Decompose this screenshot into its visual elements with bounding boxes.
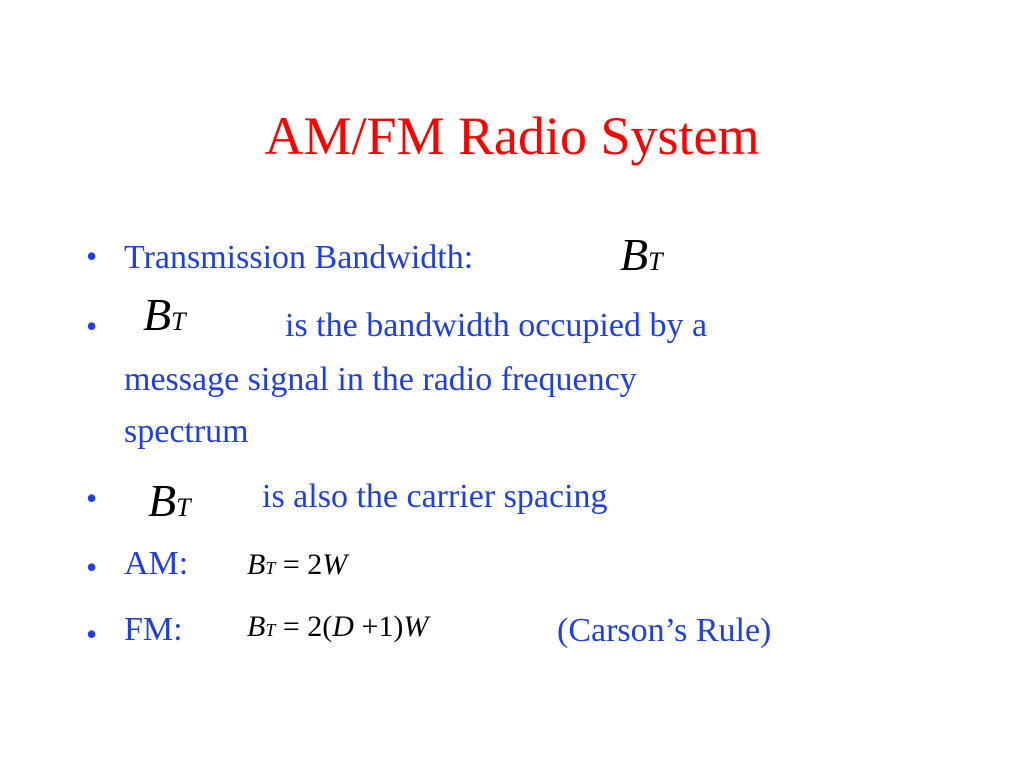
bandwidth-definition-line-2: message signal in the radio frequency xyxy=(124,361,637,398)
bt-symbol-2: BT xyxy=(143,292,186,345)
fm-formula-plus: + xyxy=(361,610,379,643)
bt-symbol-1: BT xyxy=(620,232,663,285)
carrier-spacing-text: is also the carrier spacing xyxy=(262,478,608,515)
fm-label: FM: xyxy=(124,611,183,648)
bt-symbol-sub: T xyxy=(176,493,191,522)
transmission-bandwidth-label: Transmission Bandwidth: xyxy=(124,239,474,276)
bandwidth-definition-line-3: spectrum xyxy=(124,413,249,450)
carsons-rule-note: (Carson’s Rule) xyxy=(557,612,772,649)
am-formula-rhs-var: W xyxy=(322,548,348,581)
bt-symbol-sub: T xyxy=(171,307,186,336)
fm-formula-prefix: 2( xyxy=(307,610,333,643)
bullet-marker-2: • xyxy=(86,308,98,344)
bt-symbol-var: B xyxy=(143,289,172,340)
fm-formula-var-w: W xyxy=(403,610,429,643)
fm-formula-one: 1) xyxy=(378,610,404,643)
bullet-marker-5: • xyxy=(86,616,98,652)
fm-formula: BT = 2(D +1)W xyxy=(247,612,428,645)
fm-formula-var-d: D xyxy=(332,610,354,643)
bandwidth-definition-line-1: is the bandwidth occupied by a xyxy=(285,307,708,344)
bullet-marker-4: • xyxy=(86,549,98,585)
bt-symbol-var: B xyxy=(148,475,177,526)
am-formula-coef: 2 xyxy=(307,548,323,581)
bt-symbol-var: B xyxy=(620,229,649,280)
bt-symbol-3: BT xyxy=(148,478,191,531)
am-formula: BT = 2W xyxy=(247,550,347,583)
fm-formula-lhs-sub: T xyxy=(265,620,276,640)
bullet-marker-1: • xyxy=(86,238,98,274)
am-formula-lhs-sub: T xyxy=(265,558,276,578)
fm-formula-equals: = xyxy=(282,610,300,643)
slide-title: AM/FM Radio System xyxy=(264,106,760,166)
am-label: AM: xyxy=(124,545,189,582)
bt-symbol-sub: T xyxy=(648,247,663,276)
am-formula-equals: = xyxy=(282,548,300,581)
am-formula-lhs-var: B xyxy=(247,548,266,581)
bullet-marker-3: • xyxy=(86,480,98,516)
fm-formula-lhs-var: B xyxy=(247,610,266,643)
